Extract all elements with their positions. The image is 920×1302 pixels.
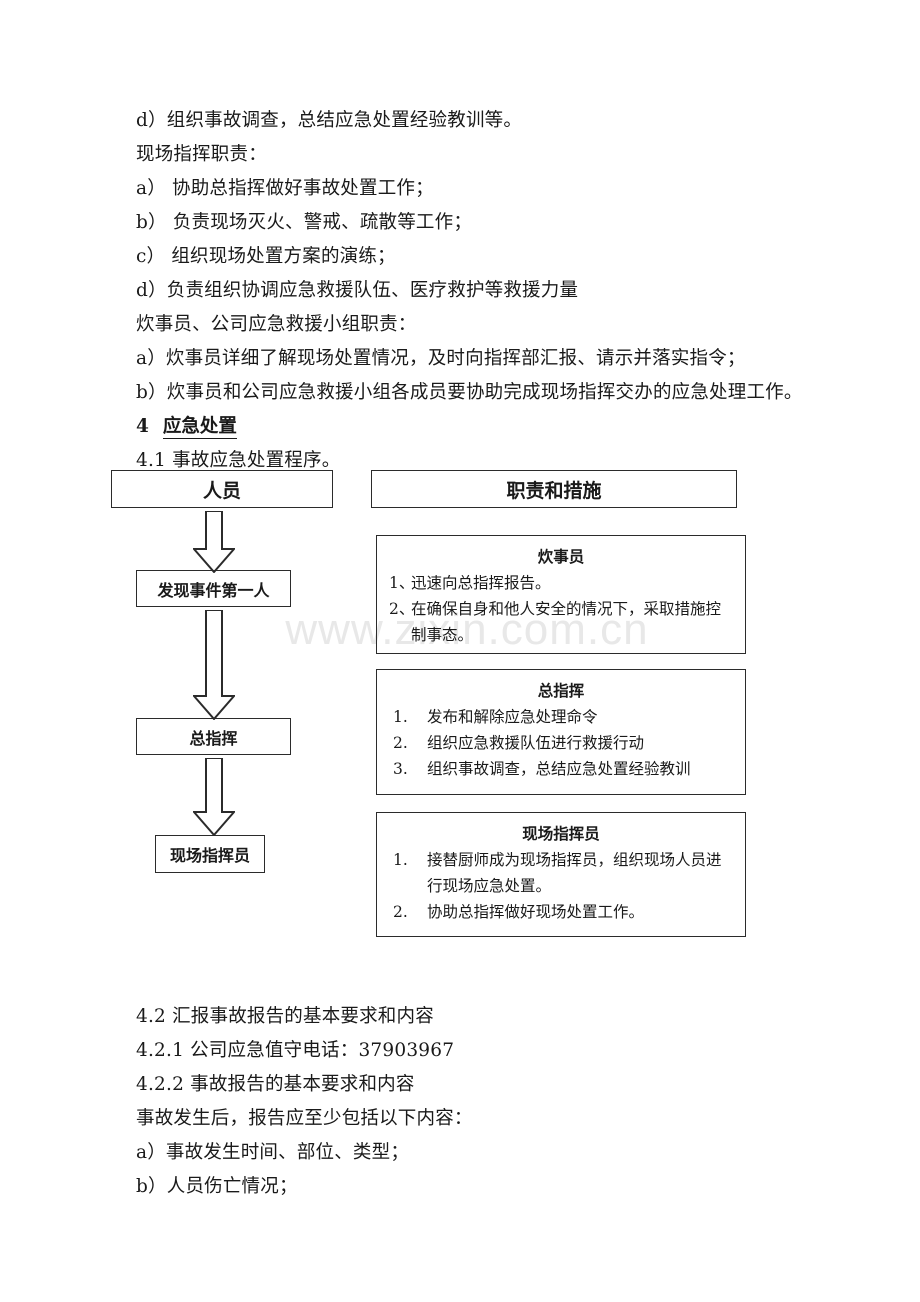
flow-node-chief-commander: 总指挥 [136, 718, 291, 755]
flow-panel-item: 2、 在确保自身和他人安全的情况下，采取措施控制事态。 [389, 596, 735, 648]
item-text: 迅速向总指挥报告。 [411, 574, 551, 592]
flow-panel-item: 3. 组织事故调查，总结应急处置经验教训 [393, 756, 735, 782]
flow-left-header-box: 人员 [111, 470, 333, 508]
flow-panel-site-commander: 现场指挥员 1. 接替厨师成为现场指挥员，组织现场人员进行现场应急处置。 2. … [376, 812, 746, 937]
subsection-line: 4.1 事故应急处置程序。 [136, 450, 341, 471]
bottom-text-block: 4.2 汇报事故报告的基本要求和内容 4.2.1 公司应急值守电话：379039… [136, 1000, 856, 1204]
item-marker: 3. [393, 760, 408, 778]
paragraph-line: a）炊事员详细了解现场处置情况，及时向指挥部汇报、请示并落实指令； [136, 348, 746, 369]
item-marker: 1. [393, 851, 408, 869]
flow-panel-body: 1. 发布和解除应急处理命令 2. 组织应急救援队伍进行救援行动 3. 组织事故… [377, 704, 745, 782]
flow-panel-title: 现场指挥员 [522, 826, 600, 843]
item-text: 协助总指挥做好现场处置工作。 [427, 903, 645, 921]
paragraph-line: a） 协助总指挥做好事故处置工作； [136, 178, 434, 199]
paragraph-line: 事故发生后，报告应至少包括以下内容： [136, 1108, 473, 1129]
item-marker: 1. [393, 708, 408, 726]
flow-node-label: 现场指挥员 [169, 848, 250, 865]
paragraph-line: a）事故发生时间、部位、类型； [136, 1142, 410, 1163]
flow-panel-item: 1. 发布和解除应急处理命令 [393, 704, 735, 730]
paragraph-line: 4.2.2 事故报告的基本要求和内容 [136, 1074, 415, 1095]
section-title: 应急处置 [162, 416, 237, 439]
paragraph-line: 现场指挥职责： [136, 144, 267, 165]
flow-panel-title: 总指挥 [537, 683, 585, 700]
item-text: 在确保自身和他人安全的情况下，采取措施控制事态。 [411, 600, 722, 644]
flow-node-label: 发现事件第一人 [157, 582, 270, 600]
flow-right-header-label: 职责和措施 [506, 479, 602, 502]
paragraph-line: 炊事员、公司应急救援小组职责： [136, 314, 417, 335]
top-text-block: d）组织事故调查，总结应急处置经验教训等。 现场指挥职责： a） 协助总指挥做好… [136, 104, 856, 478]
flow-panel-body: 1、 迅速向总指挥报告。 2、 在确保自身和他人安全的情况下，采取措施控制事态。 [377, 570, 745, 648]
flow-panel-item: 1. 接替厨师成为现场指挥员，组织现场人员进行现场应急处置。 [393, 847, 735, 899]
item-text: 发布和解除应急处理命令 [427, 708, 598, 726]
section-number: 4 [136, 416, 149, 437]
flow-arrow-down-2 [193, 610, 235, 720]
item-marker: 2、 [389, 600, 415, 618]
item-text: 接替厨师成为现场指挥员，组织现场人员进行现场应急处置。 [427, 851, 722, 895]
flow-arrow-down-3 [193, 758, 235, 836]
paragraph-line: b） 负责现场灭火、警戒、疏散等工作； [136, 212, 473, 233]
paragraph-line: d）组织事故调查，总结应急处置经验教训等。 [136, 110, 523, 131]
watermark-text: www.zixin.com.cn [285, 605, 649, 654]
flow-panel-chief-commander: 总指挥 1. 发布和解除应急处理命令 2. 组织应急救援队伍进行救援行动 3. … [376, 669, 746, 795]
item-marker: 1、 [389, 574, 415, 592]
flow-panel-cook: 炊事员 1、 迅速向总指挥报告。 2、 在确保自身和他人安全的情况下，采取措施控… [376, 535, 746, 654]
flow-left-header-label: 人员 [202, 479, 241, 502]
paragraph-line: 4.2 汇报事故报告的基本要求和内容 [136, 1006, 434, 1027]
flow-node-label: 总指挥 [189, 730, 238, 748]
flow-panel-item: 2. 协助总指挥做好现场处置工作。 [393, 899, 735, 925]
flow-node-site-commander: 现场指挥员 [155, 835, 265, 873]
flow-panel-title: 炊事员 [537, 549, 585, 566]
flow-panel-item: 1、 迅速向总指挥报告。 [389, 570, 735, 596]
flow-panel-body: 1. 接替厨师成为现场指挥员，组织现场人员进行现场应急处置。 2. 协助总指挥做… [377, 847, 745, 925]
flow-panel-item: 2. 组织应急救援队伍进行救援行动 [393, 730, 735, 756]
paragraph-line: b）人员伤亡情况； [136, 1176, 298, 1197]
paragraph-line: c） 组织现场处置方案的演练； [136, 246, 396, 267]
item-text: 组织应急救援队伍进行救援行动 [427, 734, 645, 752]
paragraph-line: b）炊事员和公司应急救援小组各成员要协助完成现场指挥交办的应急处理工作。 [136, 382, 803, 403]
item-marker: 2. [393, 903, 408, 921]
flow-node-first-discoverer: 发现事件第一人 [136, 570, 291, 607]
paragraph-line: 4.2.1 公司应急值守电话：37903967 [136, 1040, 455, 1061]
item-text: 组织事故调查，总结应急处置经验教训 [427, 760, 691, 778]
item-marker: 2. [393, 734, 408, 752]
paragraph-line: d）负责组织协调应急救援队伍、医疗救护等救援力量 [136, 280, 579, 301]
flow-right-header-box: 职责和措施 [371, 470, 737, 508]
flow-arrow-down-1 [193, 511, 235, 573]
section-heading: 4 应急处置 [136, 410, 856, 444]
